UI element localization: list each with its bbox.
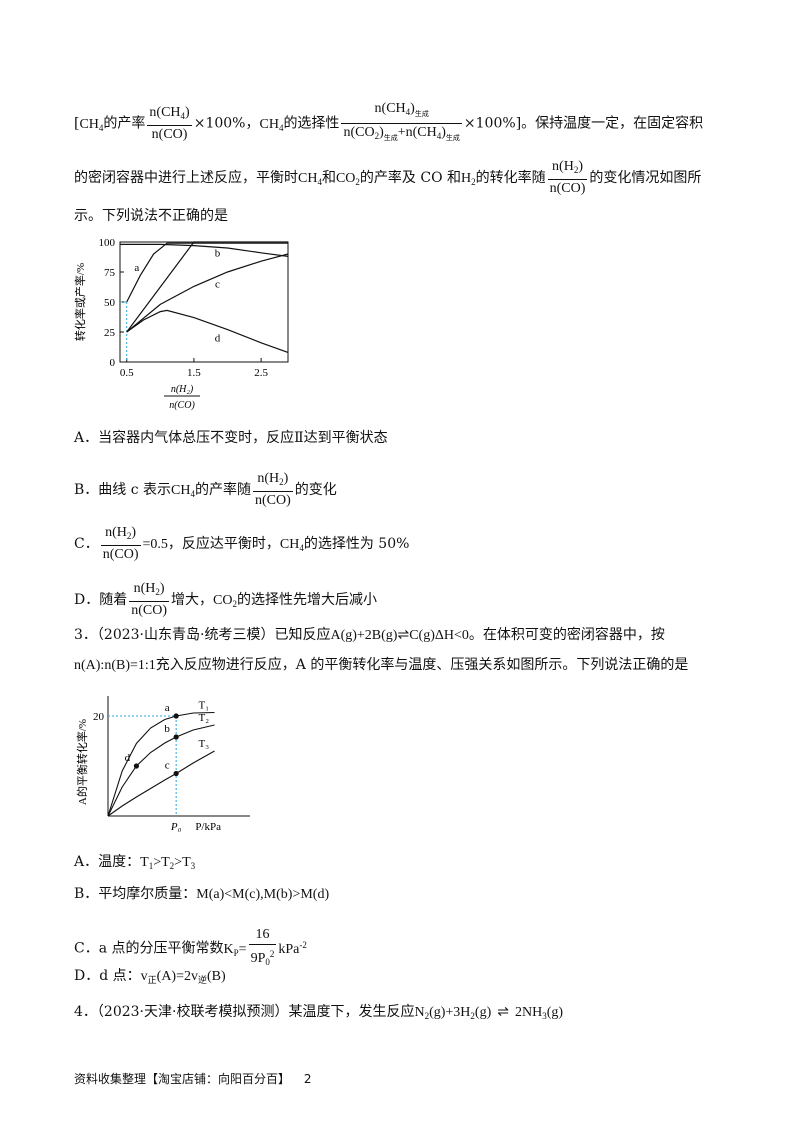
fraction-h2-co: n(H2)n(CO) (547, 159, 588, 196)
fraction-h2-co: n(H2)n(CO) (129, 581, 170, 618)
y-tick-label: 20 (93, 711, 105, 723)
point-label-c: c (165, 760, 170, 772)
text: ×100% (463, 115, 516, 132)
point-b (173, 734, 179, 740)
series-line-T1 (107, 711, 215, 817)
chart-conversion-yield: 0 25 50 75 100 0.5 1.5 2.5 a b c d 转化率或产率/% n(H₂) n(CO… (73, 237, 289, 411)
point-label-a: a (165, 702, 170, 714)
curve-label-c: c (215, 279, 220, 291)
point-label-d: d (125, 752, 131, 764)
fraction-ch4-co: n(CH4)n(CO) (147, 104, 192, 142)
chem-ch4: CH4 (279, 537, 304, 553)
y-axis-label: 转化率或产率/% (73, 263, 87, 341)
chem-ch4: CH4 (79, 116, 104, 133)
series-line-extra (120, 243, 289, 257)
x-axis-label: P/kPa (195, 821, 221, 833)
series-line-b (126, 241, 288, 333)
text: ]。保持温度一定，在固定容积 (515, 115, 704, 132)
option-c: C．n(H2)n(CO)=0.5，反应达平衡时，CH4的选择性为 50% (74, 525, 410, 562)
equilibrium-arrow-icon: ⇌ (497, 1005, 509, 1020)
series-line-T3 (107, 750, 215, 817)
option-a: A．当容器内气体总压不变时，反应Ⅱ达到平衡状态 (74, 430, 388, 446)
series-label-T2: T₂ (199, 712, 210, 724)
page-number: 2 (303, 1072, 312, 1086)
chart2-axes (107, 696, 250, 817)
y-tick-label: 100 (99, 237, 116, 249)
q3-option-b: B．平均摩尔质量：M(a)<M(c),M(b)>M(d) (74, 886, 330, 902)
x-marker-label: P₀ (170, 821, 182, 833)
chem-co2: CO2 (335, 171, 360, 187)
point-a (173, 713, 179, 719)
page-footer: 资料收集整理【淘宝店铺：向阳百分百】 2 (74, 1070, 311, 1087)
chem-ch4: CH4 (171, 483, 195, 499)
chem-ch4: CH4 (298, 171, 322, 187)
chem-co2: CO2 (213, 593, 237, 609)
curve-label-b: b (215, 247, 221, 259)
equilibrium-arrow-icon: ⇌ (397, 628, 410, 643)
x-tick-label: 2.5 (254, 367, 268, 379)
series-line-T2 (107, 724, 215, 817)
curve-label-d: d (215, 333, 221, 345)
q4-line-1: 4．（2023·天津·校联考模拟预测）某温度下，发生反应N2(g)+3H2(g)… (74, 1004, 564, 1021)
series-line-a (126, 242, 288, 303)
chart1-lines (120, 241, 289, 353)
chem-h2: H2 (461, 171, 476, 187)
q3-line-2: n(A):n(B)=1:1充入反应物进行反应，A 的平衡转化率与温度、压强关系如… (74, 657, 689, 673)
point-c (173, 770, 179, 777)
text: ×100%， (193, 115, 260, 132)
chem-ch4: CH4 (259, 116, 284, 133)
point-d (133, 763, 139, 769)
curve-label-a: a (134, 262, 139, 274)
y-tick-label: 0 (110, 357, 116, 369)
x-axis-label-denominator: n(CO) (169, 400, 195, 411)
chart2-lines (107, 711, 215, 817)
y-tick-label: 25 (104, 327, 116, 339)
fraction-h2-co: n(H2)n(CO) (252, 471, 293, 508)
series-label-T3: T₃ (199, 738, 210, 750)
x-axis-label-numerator: n(H₂) (171, 384, 194, 395)
point-label-b: b (164, 723, 170, 735)
q3-line-1: 3．（2023·山东青岛·统考三模）已知反应A(g)+2B(g)⇌C(g)ΔH<… (74, 627, 665, 643)
text: 的选择性 (283, 115, 340, 132)
x-tick-label: 1.5 (187, 367, 201, 379)
y-axis-label: A的平衡转化率/% (75, 719, 89, 805)
chart1-text: 0 25 50 75 100 0.5 1.5 2.5 a b c d 转化率或产率/% n(H₂) n(CO… (73, 237, 268, 411)
series-line-d (126, 309, 289, 353)
q3-option-a: A．温度：T1>T2>T3 (74, 854, 196, 871)
y-tick-label: 75 (104, 267, 116, 279)
fraction-h2-co: n(H2)n(CO) (100, 525, 141, 562)
y-tick-label: 50 (104, 297, 116, 309)
q3-option-d: D．d 点：v正(A)=2v逆(B) (74, 968, 226, 985)
bracket-open: [ (74, 115, 80, 132)
x-tick-label: 0.5 (120, 367, 134, 379)
series-line-c (126, 253, 289, 333)
series-label-T1: T₁ (199, 700, 210, 712)
text: 的产率 (103, 115, 146, 132)
footer-text: 资料收集整理【淘宝店铺：向阳百分百】 (74, 1072, 291, 1086)
intro-line-3: 示。下列说法不正确的是 (74, 208, 228, 224)
